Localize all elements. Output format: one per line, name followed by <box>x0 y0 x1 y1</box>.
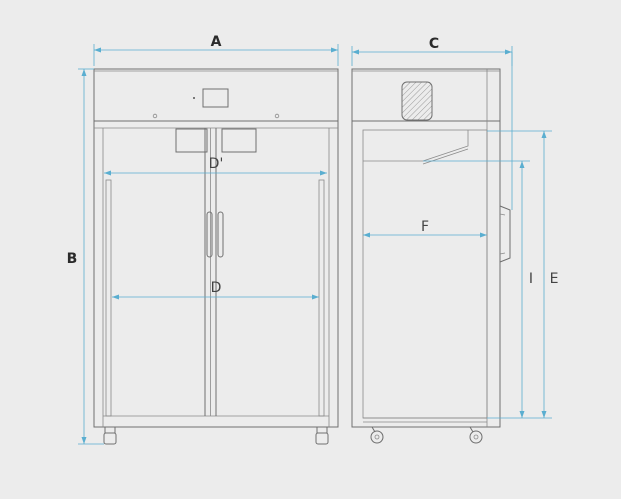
right-hinge-bar <box>318 179 325 417</box>
front-caster-right <box>315 426 329 445</box>
label-i: I <box>529 271 533 287</box>
left-door-handle <box>206 211 213 258</box>
side-handle <box>499 205 511 263</box>
label-c: C <box>429 36 439 52</box>
left-hinge-bar <box>105 179 112 417</box>
front-control-panel <box>93 68 339 122</box>
display-screen <box>202 88 229 108</box>
front-view <box>93 68 339 445</box>
left-latch-block <box>175 128 208 153</box>
label-a: A <box>211 34 222 50</box>
label-d: D <box>211 280 222 296</box>
side-caster-left <box>370 426 384 444</box>
side-view <box>351 68 511 444</box>
right-latch-block <box>221 128 257 153</box>
front-body <box>93 120 339 428</box>
dimension-lines <box>78 44 552 445</box>
label-e: E <box>550 271 559 287</box>
screw-left <box>152 113 158 119</box>
label-f: F <box>421 219 429 235</box>
side-body <box>351 120 501 428</box>
right-door-handle <box>217 211 224 258</box>
side-caster-right <box>469 426 483 444</box>
indicator-light <box>193 97 195 99</box>
dimension-labels: A B C D' D F I E <box>67 34 559 296</box>
screw-right <box>274 113 280 119</box>
front-caster-left <box>103 426 117 445</box>
vent-grille <box>401 81 433 121</box>
inner-chamber <box>362 129 488 419</box>
label-b: B <box>67 251 78 267</box>
label-d-prime: D' <box>209 156 224 172</box>
